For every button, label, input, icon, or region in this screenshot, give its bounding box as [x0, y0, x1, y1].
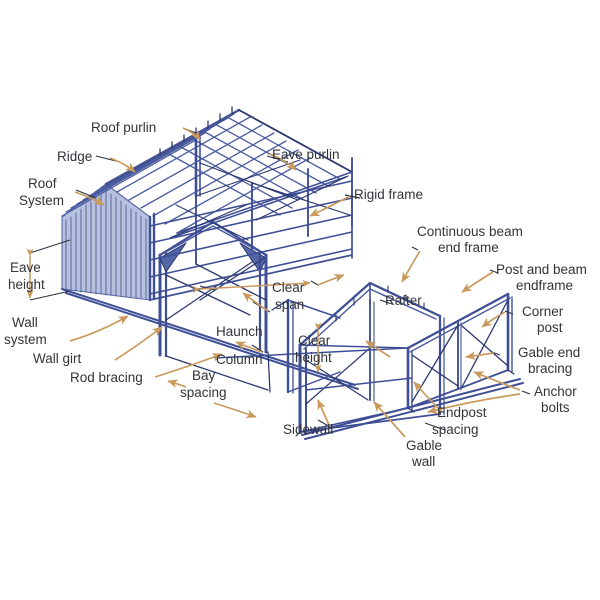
leader-eave-h-top [29, 239, 71, 254]
back-wall-columns [195, 157, 353, 265]
label-anchor-bolts-line2: bolts [541, 400, 570, 415]
callout-arrows [69, 127, 521, 438]
label-corner-post-line2: post [537, 320, 563, 335]
label-clear-span-line2: span [275, 297, 304, 312]
leader-eave-h-bot [29, 290, 71, 301]
clear-height-frame [271, 298, 341, 394]
arrow-roof-system [74, 191, 105, 206]
arrow-rod-bracing [154, 353, 223, 378]
label-column: Column [216, 352, 263, 367]
label-rod-bracing: Rod bracing [70, 370, 143, 385]
wall-system-panel [61, 183, 151, 301]
label-corner-post-line1: Corner [522, 304, 564, 319]
arrow-wall-system [69, 315, 129, 342]
arrow-cont-beam [401, 250, 421, 283]
label-wall-system-line2: system [4, 332, 47, 347]
steel-frame-structure [61, 106, 524, 440]
arrow-ridge [109, 157, 136, 173]
leader-cont-beam [411, 246, 419, 251]
label-clear-height-line1: Clear [298, 333, 331, 348]
bay-base-connectors [165, 351, 271, 393]
label-wall-girt: Wall girt [33, 351, 82, 366]
label-roof-system-line2: System [19, 193, 64, 208]
rigid-frame-middle [158, 136, 268, 358]
back-eave-line [238, 109, 353, 173]
anchor-stubs [295, 369, 515, 437]
arrow-gable-wall [373, 401, 406, 438]
label-rigid-frame: Rigid frame [354, 187, 423, 202]
arrow-roof-purlin [182, 127, 201, 141]
label-wall-system-line1: Wall [12, 315, 38, 330]
arrow-rafter [365, 340, 391, 358]
leader-corner-post [504, 310, 514, 315]
post-and-beam-endframe [406, 292, 513, 411]
leader-anchor-bolts [521, 390, 531, 395]
leader-rafter [379, 299, 393, 305]
arrow-gable-brace [465, 351, 495, 361]
label-bay-spacing-line1: Bay [192, 368, 216, 383]
label-continuous-beam-line2: end frame [438, 240, 499, 255]
leader-rigid-frame [344, 194, 361, 199]
arrow-anchor-2 [427, 393, 521, 414]
diagram-labels: Roof purlin Ridge Eave purlin Roof Syste… [4, 120, 587, 469]
label-roof-purlin: Roof purlin [91, 120, 156, 135]
label-roof-system-line1: Roof [28, 176, 57, 191]
label-endpost-spacing-line1: Endpost [437, 405, 487, 420]
label-gable-wall-line1: Gable [406, 438, 442, 453]
wall-girts [149, 180, 353, 295]
rod-bracing [165, 257, 267, 321]
arrow-column [235, 341, 263, 353]
label-gable-wall-line2: wall [411, 454, 435, 469]
endpost-base-rail [301, 378, 524, 440]
label-post-and-beam-line1: Post and beam [496, 262, 587, 277]
label-bay-spacing-line2: spacing [180, 385, 227, 400]
label-eave-height-line2: height [8, 277, 45, 292]
arrow-haunch [242, 292, 269, 312]
arrow-bay-1 [167, 379, 187, 388]
label-gable-end-bracing-line2: bracing [528, 361, 572, 376]
label-anchor-bolts-line1: Anchor [534, 384, 577, 399]
leader-post-beam [489, 269, 499, 274]
back-base-line [149, 225, 353, 301]
arrow-endpost [413, 381, 443, 413]
arrow-bay-2 [213, 402, 257, 419]
label-gable-end-bracing-line1: Gable end [518, 345, 580, 360]
roof-bracing [171, 159, 351, 241]
label-rafter: Rafter [385, 293, 422, 308]
label-eave-purlin: Eave purlin [272, 147, 340, 162]
label-clear-span-line1: Clear [272, 280, 305, 295]
label-sidewall: Sidewall [283, 422, 333, 437]
arrow-corner-post [481, 311, 506, 328]
leader-roof-system [75, 189, 97, 199]
arrow-rigid-frame [309, 195, 351, 217]
rigid-frame-1 [148, 212, 156, 302]
dim-clear-span [192, 279, 311, 293]
leader-ridge [95, 155, 117, 162]
label-eave-height-line1: Eave [10, 260, 41, 275]
label-continuous-beam-line1: Continuous beam [417, 224, 523, 239]
label-endpost-spacing-line2: spacing [432, 422, 479, 437]
leader-clear-span [310, 280, 319, 286]
arrow-eave-purlin [269, 153, 297, 171]
label-post-and-beam-line2: endframe [516, 278, 573, 293]
label-clear-height-line2: height [295, 350, 332, 365]
label-haunch: Haunch [216, 324, 263, 339]
arrow-clear-span-r [317, 274, 345, 286]
arrow-wall-girt [114, 326, 163, 361]
leader-endpost [424, 422, 446, 431]
dimension-arrows [26, 248, 322, 373]
arrow-sidewall [317, 399, 331, 428]
arrow-anchor-1 [473, 371, 521, 391]
arrow-post-beam [461, 271, 494, 293]
label-ridge: Ridge [57, 149, 92, 164]
